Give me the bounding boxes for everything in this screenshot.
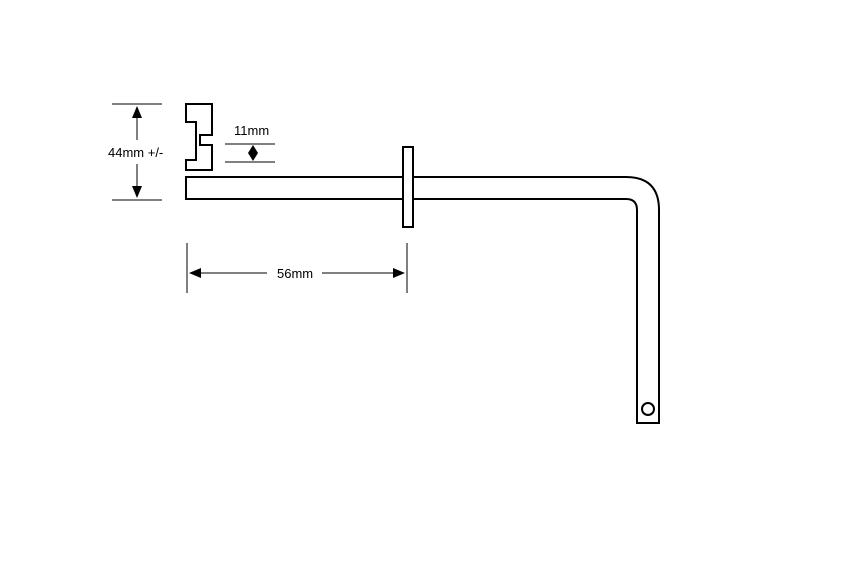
height-arrow-up-icon [132, 106, 142, 118]
height-arrow-down-icon [132, 186, 142, 198]
gap-arrow-down-icon [248, 153, 258, 161]
length-arrow-left-icon [189, 268, 201, 278]
length-dimension-label: 56mm [277, 266, 313, 281]
length-dimension: 56mm [186, 243, 408, 293]
height-dimension: 44mm +/- [108, 103, 163, 201]
length-arrow-right-icon [393, 268, 405, 278]
bracket-arm [185, 176, 660, 424]
height-dimension-label: 44mm +/- [108, 145, 163, 160]
gap-dimension-label: 11mm [234, 123, 269, 138]
mounting-hole [641, 402, 655, 416]
hook-clip-profile [185, 103, 213, 171]
gap-dimension: 11mm [225, 123, 275, 163]
gap-arrow-up-icon [248, 145, 258, 153]
support-bar [402, 146, 414, 228]
